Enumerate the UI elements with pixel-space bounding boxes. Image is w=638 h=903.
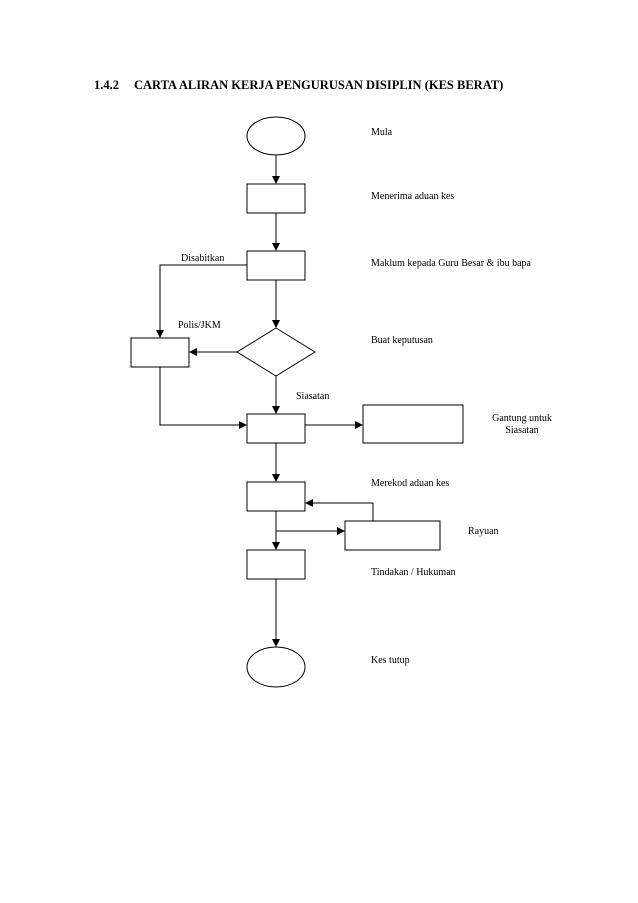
label-suspend: Gantung untuk Siasatan	[482, 413, 562, 437]
title-text: CARTA ALIRAN KERJA PENGURUSAN DISIPLIN (…	[134, 78, 504, 92]
label-receive: Menerima aduan kes	[371, 191, 455, 202]
decision-diamond	[236, 327, 316, 377]
page-title: 1.4.2 CARTA ALIRAN KERJA PENGURUSAN DISIP…	[94, 78, 503, 93]
label-convicted: Disabitkan	[181, 253, 225, 264]
label-record: Merekod aduan kes	[371, 478, 450, 489]
arrow-appeal-record	[305, 499, 374, 521]
label-appeal: Rayuan	[468, 526, 499, 537]
label-action: Tindakan / Hukuman	[371, 567, 456, 578]
investigation-box	[246, 413, 306, 444]
suspend-box	[362, 404, 464, 444]
action-box	[246, 549, 306, 580]
label-start: Mula	[371, 127, 393, 138]
police-box	[130, 337, 190, 368]
label-suspend-line2: Siasatan	[505, 425, 539, 436]
label-investigation: Siasatan	[296, 391, 330, 402]
record-box	[246, 481, 306, 512]
receive-box	[246, 183, 306, 214]
label-inform: Maklum kepada Guru Besar & ibu bapa	[371, 258, 531, 269]
label-end: Kes tutup	[371, 655, 410, 666]
arrow-police-investigation	[159, 367, 247, 429]
section-number: 1.4.2	[94, 78, 119, 92]
appeal-box	[344, 520, 441, 551]
inform-box	[246, 250, 306, 281]
label-police: Polis/JKM	[178, 320, 221, 331]
arrow-convicted-police	[156, 264, 247, 338]
label-suspend-line1: Gantung untuk	[492, 413, 552, 424]
label-decide: Buat keputusan	[371, 335, 433, 346]
start-terminal	[246, 116, 306, 156]
end-terminal	[246, 646, 306, 688]
